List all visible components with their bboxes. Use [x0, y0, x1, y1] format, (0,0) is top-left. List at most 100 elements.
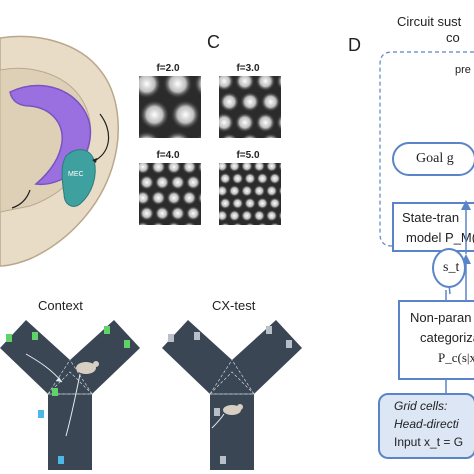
input-line2: Head-directi: [394, 417, 459, 431]
grid-firing-field: [139, 190, 151, 206]
grid-firing-field: [219, 163, 229, 173]
grid-firing-field: [197, 163, 201, 174]
grid-firing-field: [232, 222, 243, 225]
grid-label-f2: f=2.0: [156, 63, 180, 74]
grid-label-f5: f=5.0: [236, 150, 260, 161]
grid-firing-field: [196, 133, 201, 138]
grid-firing-field: [165, 130, 191, 138]
green-cue-markers: [6, 326, 130, 396]
grid-firing-field: [150, 190, 166, 206]
grid-firing-field: [231, 197, 244, 210]
grid-firing-field: [269, 222, 280, 225]
state-node: s_t: [432, 248, 466, 288]
grid-firing-field: [193, 76, 201, 97]
grid-firing-field: [154, 205, 170, 221]
grid-firing-field: [244, 197, 256, 210]
grid-firing-field: [166, 190, 182, 206]
grid-firing-field: [185, 205, 201, 221]
grid-firing-field: [240, 209, 253, 222]
state-transition-box: State-tran model P_M(: [392, 202, 474, 252]
grid-firing-field: [244, 222, 256, 225]
grid-firing-field: [219, 209, 229, 222]
grid-firing-field: [219, 91, 240, 112]
grid-firing-field: [244, 172, 256, 185]
grid-firing-field: [241, 133, 259, 138]
grid-firing-field: [219, 112, 235, 133]
cx-test-maze: [162, 320, 302, 470]
region-label: pre: [455, 64, 471, 76]
grid-firing-field: [139, 163, 151, 175]
grid-firing-field: [181, 163, 197, 175]
grid-firing-field: [139, 99, 170, 130]
state-transition-line2: model P_M(: [406, 230, 474, 245]
grid-firing-field: [240, 184, 253, 197]
grid-firing-field: [170, 205, 186, 221]
grid-firing-field: [219, 172, 232, 185]
grid-firing-field: [268, 197, 281, 210]
grid-firing-field: [166, 163, 182, 175]
grid-firing-field: [162, 76, 193, 99]
grid-firing-field: [197, 191, 201, 205]
grid-firing-field: [152, 221, 165, 225]
grid-firing-field: [228, 163, 241, 173]
grid-firing-field: [139, 174, 155, 190]
grid-firing-field: [139, 130, 160, 138]
context-title: Context: [38, 298, 83, 313]
grid-cell-map-f4: [139, 163, 201, 225]
grid-firing-field: [219, 197, 232, 210]
grid-firing-field: [198, 222, 201, 225]
grid-label-f3: f=3.0: [236, 63, 260, 74]
grid-firing-field: [257, 222, 268, 225]
grid-firing-field: [278, 163, 281, 172]
diagram-title-line1: Circuit sust: [397, 14, 462, 29]
grid-firing-field: [240, 163, 253, 173]
grid-firing-field: [139, 221, 150, 225]
cx-test-title: CX-test: [212, 298, 256, 313]
grid-firing-field: [276, 114, 281, 131]
context-maze: [0, 320, 140, 470]
grid-firing-field: [234, 76, 255, 92]
grid-firing-field: [255, 76, 276, 92]
grid-firing-field: [240, 91, 260, 112]
grid-firing-field: [228, 184, 241, 197]
categorization-line1: Non-paran: [410, 310, 472, 325]
grid-firing-field: [256, 197, 269, 210]
grid-firing-field: [260, 91, 281, 112]
grid-firing-field: [139, 205, 155, 221]
grid-firing-field: [265, 209, 278, 222]
grid-firing-field: [262, 133, 280, 138]
grid-firing-field: [228, 209, 241, 222]
grid-firing-field: [255, 112, 276, 133]
input-box: Grid cells: Head-directi Input x_t = G: [378, 393, 474, 459]
grid-firing-field: [234, 112, 255, 133]
grid-cell-map-f2: [139, 76, 201, 138]
goal-box: Goal g: [392, 142, 474, 176]
grid-firing-field: [219, 184, 229, 197]
blue-cue-markers: [38, 410, 64, 464]
grid-firing-field: [220, 222, 231, 225]
grid-firing-field: [139, 76, 162, 99]
grid-firing-field: [181, 190, 197, 206]
goal-label: Goal g: [416, 151, 454, 166]
grid-firing-field: [183, 221, 196, 225]
grid-firing-field: [185, 174, 201, 190]
categorization-line3: P_c(s|x: [438, 350, 474, 365]
categorization-box: Non-paran categoriza P_c(s|x: [398, 300, 474, 380]
brain-illustration: MEC: [0, 35, 119, 267]
grid-firing-field: [220, 133, 238, 138]
grid-firing-field: [170, 174, 186, 190]
grid-firing-field: [268, 172, 281, 185]
grid-cell-map-f5: [219, 163, 281, 225]
grid-firing-field: [278, 210, 281, 221]
state-transition-line1: State-tran: [402, 210, 460, 225]
grid-firing-field: [150, 163, 166, 175]
grid-firing-field: [253, 163, 266, 173]
panel-d-letter: D: [348, 35, 361, 55]
panel-c-letter: C: [207, 32, 220, 52]
mec-shape: [61, 149, 96, 207]
input-line3: Input x_t = G: [394, 435, 464, 449]
grid-firing-field: [265, 163, 278, 173]
grid-firing-field: [256, 172, 269, 185]
gray-cue-markers: [168, 326, 292, 464]
categorization-line2: categoriza: [420, 330, 474, 345]
